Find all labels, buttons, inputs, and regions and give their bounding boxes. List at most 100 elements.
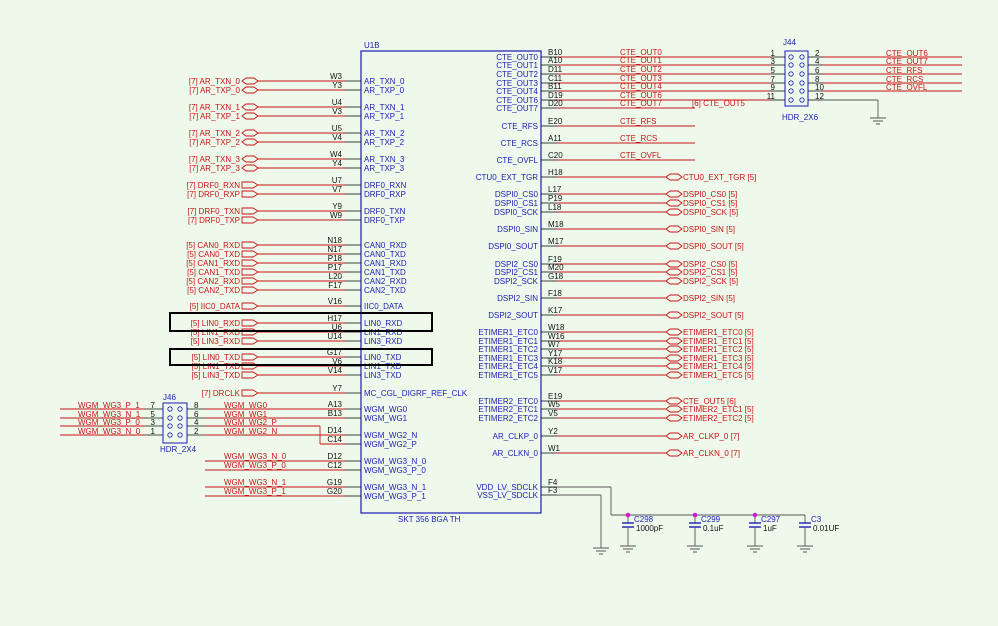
ic-value-label: SKT 356 BGA TH xyxy=(398,515,461,524)
pin-number: A11 xyxy=(548,134,562,143)
net-port[interactable] xyxy=(241,353,259,361)
net-port[interactable] xyxy=(241,103,259,111)
pin-number: W16 xyxy=(548,332,565,341)
net-port[interactable] xyxy=(241,286,259,294)
net-port[interactable] xyxy=(665,405,683,413)
net-port[interactable] xyxy=(241,259,259,267)
cap-ref-label: C297 xyxy=(761,515,781,524)
net-port[interactable] xyxy=(665,328,683,336)
net-port[interactable] xyxy=(665,268,683,276)
net-port[interactable] xyxy=(241,129,259,137)
net-label: [5] CAN2_TXD xyxy=(187,286,240,295)
net-label: WGM_WG3_P_1 xyxy=(224,487,286,496)
net-port[interactable] xyxy=(241,241,259,249)
pin-number: W7 xyxy=(548,340,561,349)
net-port[interactable] xyxy=(241,216,259,224)
net-port[interactable] xyxy=(665,345,683,353)
net-port[interactable] xyxy=(665,260,683,268)
net-port[interactable] xyxy=(241,112,259,120)
net-port[interactable] xyxy=(665,173,683,181)
pin-signal-name: WGM_WG0 xyxy=(364,405,408,414)
net-port[interactable] xyxy=(665,294,683,302)
net-port[interactable] xyxy=(665,208,683,216)
net-port[interactable] xyxy=(665,337,683,345)
pin-signal-name: AR_CLKP_0 xyxy=(493,432,539,441)
pin-number: W1 xyxy=(548,444,561,453)
net-port[interactable] xyxy=(665,449,683,457)
net-port[interactable] xyxy=(241,190,259,198)
pin-signal-name: VSS_LV_SDCLK xyxy=(477,491,538,500)
pin-number: K18 xyxy=(548,357,563,366)
pin-number: U4 xyxy=(332,98,343,107)
pin-signal-name: DSPI2_SIN xyxy=(497,294,538,303)
pin-number: G17 xyxy=(327,348,343,357)
pin-signal-name: CAN2_RXD xyxy=(364,277,407,286)
net-label: ETIMER1_ETC5 [5] xyxy=(683,371,754,380)
net-port[interactable] xyxy=(241,207,259,215)
net-port[interactable] xyxy=(665,225,683,233)
pin-number: U6 xyxy=(332,323,343,332)
header-pin-number: 8 xyxy=(815,75,820,84)
net-label: ETIMER1_ETC2 [5] xyxy=(683,345,754,354)
net-port[interactable] xyxy=(241,328,259,336)
pin-signal-name: DSPI0_CS0 xyxy=(495,190,539,199)
pin-number: C20 xyxy=(548,151,563,160)
net-port[interactable] xyxy=(241,86,259,94)
net-port[interactable] xyxy=(241,277,259,285)
net-port[interactable] xyxy=(665,414,683,422)
net-label: ETIMER1_ETC1 [5] xyxy=(683,337,754,346)
pin-number: F4 xyxy=(548,478,558,487)
net-port[interactable] xyxy=(241,371,259,379)
net-port[interactable] xyxy=(665,199,683,207)
header-pin xyxy=(177,423,183,429)
net-port[interactable] xyxy=(665,311,683,319)
net-port[interactable] xyxy=(241,389,259,397)
net-port[interactable] xyxy=(241,181,259,189)
pin-signal-name: CTE_OUT2 xyxy=(496,70,538,79)
pin-signal-name: CTE_OVFL xyxy=(497,156,539,165)
net-label: CTE_RCS xyxy=(886,75,923,84)
pin-number: D19 xyxy=(548,91,563,100)
pin-number: C11 xyxy=(548,74,563,83)
net-port[interactable] xyxy=(241,319,259,327)
pin-signal-name: CTE_OUT0 xyxy=(496,53,538,62)
net-label: CTE_RFS xyxy=(620,117,656,126)
pin-signal-name: LIN3_TXD xyxy=(364,371,402,380)
net-label: [7] DRF0_RXP xyxy=(187,190,240,199)
net-port[interactable] xyxy=(665,362,683,370)
net-port[interactable] xyxy=(665,371,683,379)
j46-body xyxy=(162,402,188,444)
net-port[interactable] xyxy=(665,397,683,405)
net-port[interactable] xyxy=(241,302,259,310)
net-port[interactable] xyxy=(241,337,259,345)
net-port[interactable] xyxy=(241,138,259,146)
pin-number: V6 xyxy=(332,357,342,366)
header-pin xyxy=(799,62,805,68)
net-port[interactable] xyxy=(665,277,683,285)
net-port[interactable] xyxy=(241,362,259,370)
net-label: WGM_WG3_P_0 xyxy=(78,418,140,427)
pin-signal-name: DSPI0_SOUT xyxy=(488,242,538,251)
j44-ref-label: J44 xyxy=(783,38,796,47)
net-port[interactable] xyxy=(241,250,259,258)
net-label: DSPI0_SOUT [5] xyxy=(683,242,744,251)
net-label: DSPI0_SCK [5] xyxy=(683,208,738,217)
net-port[interactable] xyxy=(665,242,683,250)
pin-number: Y7 xyxy=(332,384,342,393)
net-port[interactable] xyxy=(241,164,259,172)
net-port[interactable] xyxy=(665,190,683,198)
net-port[interactable] xyxy=(665,432,683,440)
ic-u1b[interactable]: U1B SKT 356 BGA TH xyxy=(360,41,542,524)
header-pin xyxy=(788,62,794,68)
pin-signal-name: MC_CGL_DIGRF_REF_CLK xyxy=(364,389,468,398)
pin-signal-name: WGM_WG1 xyxy=(364,414,408,423)
pin-signal-name: ETIMER1_ETC1 xyxy=(478,337,538,346)
net-port[interactable] xyxy=(665,354,683,362)
net-port[interactable] xyxy=(241,77,259,85)
net-port[interactable] xyxy=(241,268,259,276)
net-port[interactable] xyxy=(241,155,259,163)
pin-signal-name: WGM_WG3_P_1 xyxy=(364,492,426,501)
